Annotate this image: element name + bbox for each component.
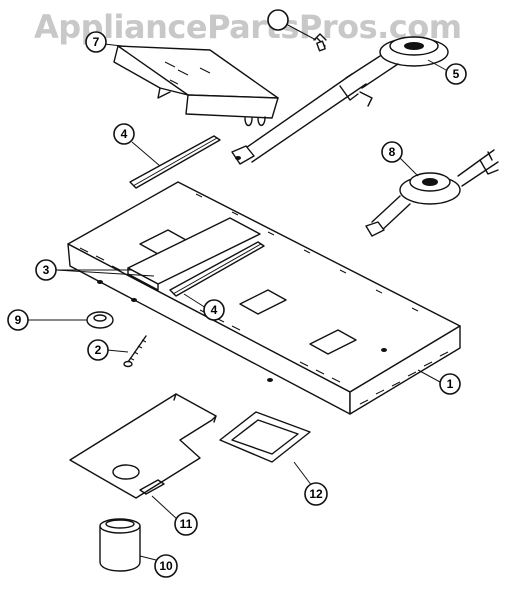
callout-3: 3	[35, 259, 57, 281]
svg-text:2: 2	[95, 343, 102, 357]
part-9-grommet	[86, 311, 114, 329]
part-5-burner	[231, 36, 449, 165]
svg-text:7: 7	[93, 35, 100, 49]
callout-12: 12	[304, 482, 328, 506]
part-8-burner	[365, 149, 499, 237]
callout-11: 11	[174, 512, 198, 536]
svg-text:12: 12	[309, 487, 323, 501]
part-12-plate	[219, 411, 311, 463]
callouts: 7 5 4 8 3 4	[7, 9, 467, 578]
callout-4-lower: 4	[203, 299, 225, 321]
part-11-plate	[69, 393, 217, 499]
part-2-screw	[123, 335, 147, 368]
svg-text:8: 8	[389, 145, 396, 159]
svg-text:5: 5	[453, 67, 460, 81]
part-4-strip-upper	[129, 135, 221, 189]
callout-8: 8	[381, 141, 403, 163]
part-1-pan	[67, 181, 461, 415]
svg-text:10: 10	[159, 559, 173, 573]
svg-text:9: 9	[15, 313, 22, 327]
svg-text:1: 1	[447, 377, 454, 391]
svg-text:3: 3	[43, 263, 50, 277]
callout-10: 10	[154, 554, 178, 578]
svg-text:4: 4	[121, 127, 128, 141]
callout-4-upper: 4	[113, 123, 135, 145]
callout-9: 9	[7, 309, 29, 331]
part-7-bracket	[113, 45, 279, 127]
callout-1: 1	[439, 373, 461, 395]
callout-2: 2	[87, 339, 109, 361]
callout-7: 7	[85, 31, 107, 53]
callout-6	[267, 9, 289, 31]
svg-text:11: 11	[180, 517, 193, 531]
svg-text:4: 4	[211, 303, 218, 317]
part-10-jar	[99, 518, 141, 572]
callout-5: 5	[445, 63, 467, 85]
screw-part	[313, 33, 327, 52]
